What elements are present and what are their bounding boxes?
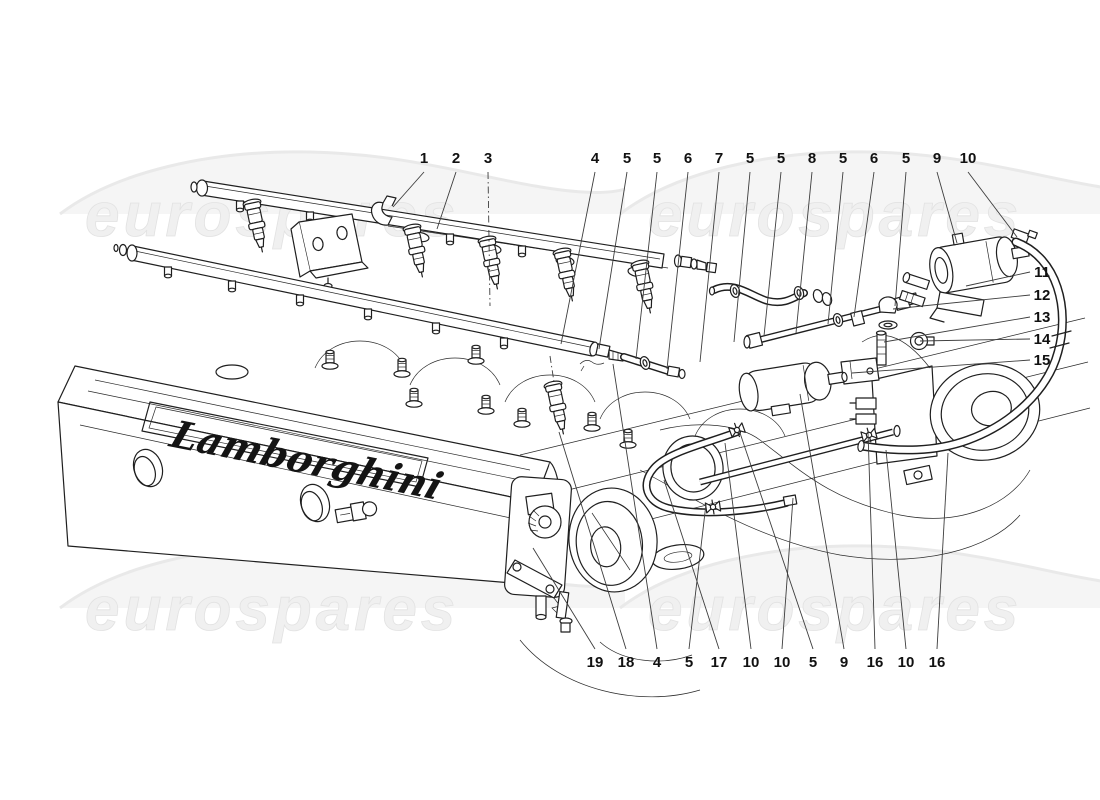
callout-bottom-2[interactable]: 18 <box>618 654 635 671</box>
cam-cover-humps <box>314 340 786 437</box>
callout-top-6[interactable]: 5 <box>653 150 661 167</box>
front-rail-end-fitting <box>589 341 624 362</box>
fuel-rail-front <box>113 243 624 437</box>
callout-top-13[interactable]: 6 <box>870 150 878 167</box>
callout-right-14[interactable]: 14 <box>1034 331 1051 348</box>
callout-top-9[interactable]: 5 <box>746 150 754 167</box>
fuel-pressure-regulator <box>738 361 848 417</box>
return-hose <box>857 237 1072 455</box>
callout-top-15[interactable]: 9 <box>933 150 941 167</box>
callout-bottom-3[interactable]: 4 <box>653 654 662 671</box>
callout-top-3[interactable]: 3 <box>484 150 492 167</box>
cover-sensor <box>334 501 378 524</box>
watermark-text: eurospares <box>648 575 1022 644</box>
callout-top-10[interactable]: 5 <box>777 150 785 167</box>
callout-top-5[interactable]: 5 <box>623 150 631 167</box>
callout-top-14[interactable]: 5 <box>902 150 910 167</box>
injector-clip <box>579 360 605 372</box>
rail-bracket <box>290 213 369 290</box>
callout-top-8[interactable]: 7 <box>715 150 723 167</box>
callout-bottom-7[interactable]: 10 <box>774 654 791 671</box>
watermark-bottom: eurospares eurospares <box>58 544 1100 644</box>
fuel-rail-rear <box>190 179 718 316</box>
callout-bottom-11[interactable]: 10 <box>898 654 915 671</box>
leader-lines <box>392 171 1031 650</box>
callout-bottom-4[interactable]: 5 <box>685 654 693 671</box>
callout-bottom-9[interactable]: 9 <box>840 654 848 671</box>
callout-top-16[interactable]: 10 <box>960 150 977 167</box>
washer <box>878 320 898 330</box>
callout-right-13[interactable]: 13 <box>1034 309 1051 326</box>
throttle-body-right <box>849 335 1041 486</box>
throttle-linkage <box>506 492 573 633</box>
watermark-top: eurospares eurospares <box>58 150 1100 250</box>
callout-top-11[interactable]: 8 <box>808 150 816 167</box>
fuel-damper <box>898 228 1038 323</box>
callout-top-1[interactable]: 1 <box>420 150 428 167</box>
rail-clip <box>370 195 397 226</box>
callout-top-4[interactable]: 4 <box>591 150 600 167</box>
callout-right-11[interactable]: 11 <box>1034 264 1050 281</box>
callout-right-15[interactable]: 15 <box>1034 352 1051 369</box>
cap-nut <box>878 296 898 314</box>
callout-bottom-5[interactable]: 17 <box>711 654 728 671</box>
callout-top-2[interactable]: 2 <box>452 150 460 167</box>
engine-line-art: Lamborghini <box>57 179 1091 698</box>
watermark-text: eurospares <box>648 181 1022 250</box>
hose-clamp <box>1010 228 1038 244</box>
callout-top-12[interactable]: 5 <box>839 150 847 167</box>
callout-top-7[interactable]: 6 <box>684 150 692 167</box>
watermark-text: eurospares <box>85 575 459 644</box>
intake-manifold <box>639 424 1031 560</box>
callout-bottom-12[interactable]: 16 <box>929 654 946 671</box>
callouts: 1 2 3 4 5 5 6 7 5 5 8 5 6 5 9 10 11 12 1… <box>420 150 1051 671</box>
throttle-body-centre <box>504 476 658 633</box>
callout-bottom-6[interactable]: 10 <box>743 654 760 671</box>
stud-fastener <box>875 330 887 366</box>
callout-bottom-8[interactable]: 5 <box>809 654 817 671</box>
callout-right-12[interactable]: 12 <box>1034 287 1051 304</box>
rail-end-fittings <box>673 254 718 274</box>
callout-bottom-10[interactable]: 16 <box>867 654 884 671</box>
callout-bottom-1[interactable]: 19 <box>587 654 604 671</box>
